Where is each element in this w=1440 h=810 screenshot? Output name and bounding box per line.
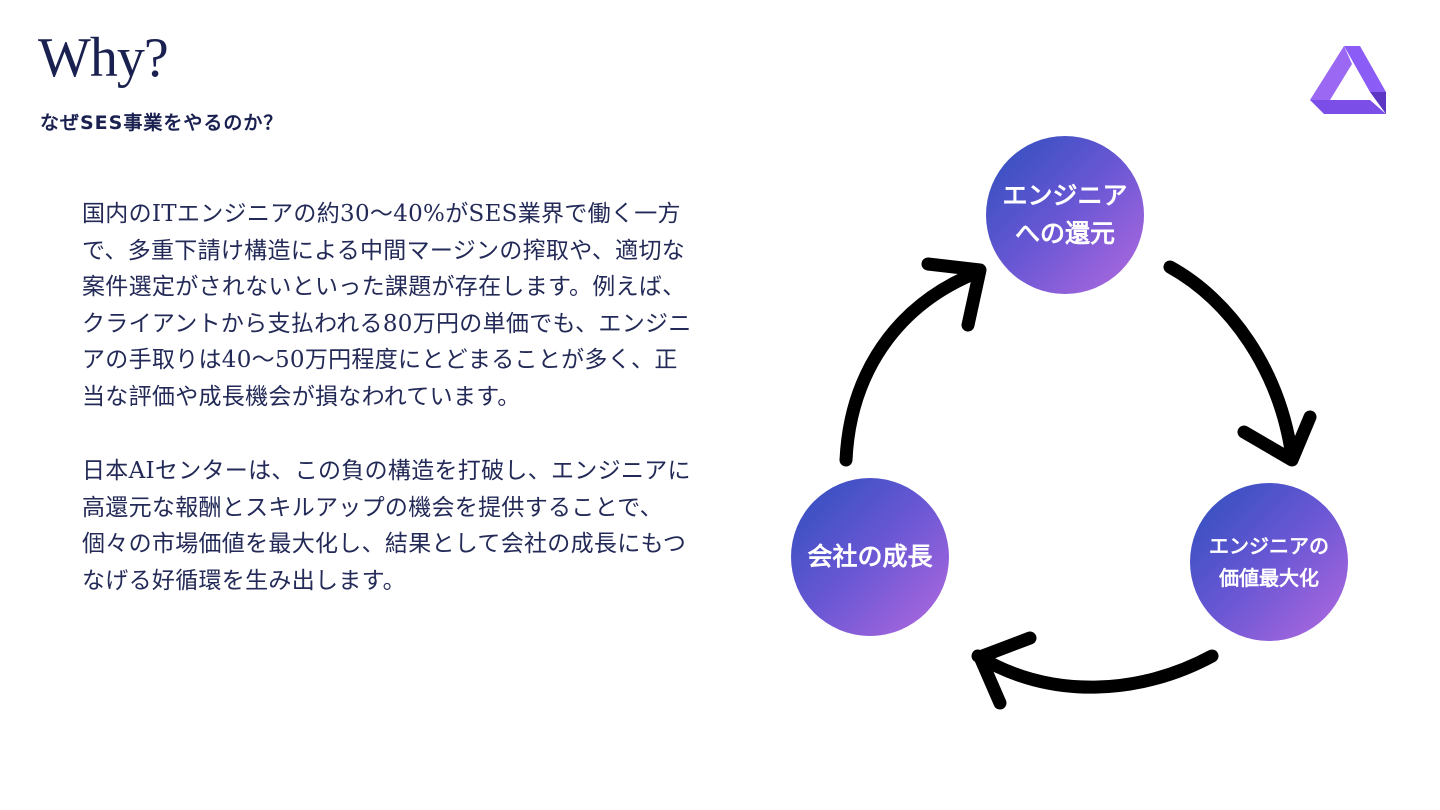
paragraph-solution: 日本AIセンターは、この負の構造を打破し、エンジニアに高還元な報酬とスキルアップ… bbox=[82, 458, 691, 594]
node-engineer-return: エンジニア への還元 bbox=[986, 136, 1144, 294]
node-label: エンジニアの bbox=[1209, 534, 1329, 558]
node-label: 価値最大化 bbox=[1219, 566, 1319, 590]
cycle-diagram: エンジニア への還元 エンジニアの 価値最大化 会社の成長 bbox=[760, 120, 1380, 740]
node-company-growth: 会社の成長 bbox=[791, 478, 949, 636]
node-label: への還元 bbox=[1014, 219, 1115, 248]
node-label: エンジニア bbox=[1002, 181, 1128, 210]
arrowhead-icon bbox=[1237, 410, 1317, 467]
cycle-arrow-icon bbox=[839, 265, 985, 467]
arrowhead-icon bbox=[973, 631, 1037, 710]
paragraph-problem: 国内のITエンジニアの約30〜40%がSES業界で働く一方で、多重下請け構造によ… bbox=[82, 201, 692, 410]
body-text: 国内のITエンジニアの約30〜40%がSES業界で働く一方で、多重下請け構造によ… bbox=[82, 196, 692, 637]
cycle-arrow-icon bbox=[1163, 260, 1299, 464]
page-title: Why? bbox=[38, 27, 169, 89]
node-label: 会社の成長 bbox=[807, 542, 933, 571]
cycle-arrows bbox=[839, 257, 1317, 710]
page-subtitle: なぜSES事業をやるのか？ bbox=[40, 112, 284, 134]
arrowhead-icon bbox=[921, 257, 987, 332]
cycle-arrow-icon bbox=[971, 649, 1219, 694]
node-engineer-value: エンジニアの 価値最大化 bbox=[1190, 483, 1348, 641]
triangle-logo-icon bbox=[1310, 46, 1386, 114]
